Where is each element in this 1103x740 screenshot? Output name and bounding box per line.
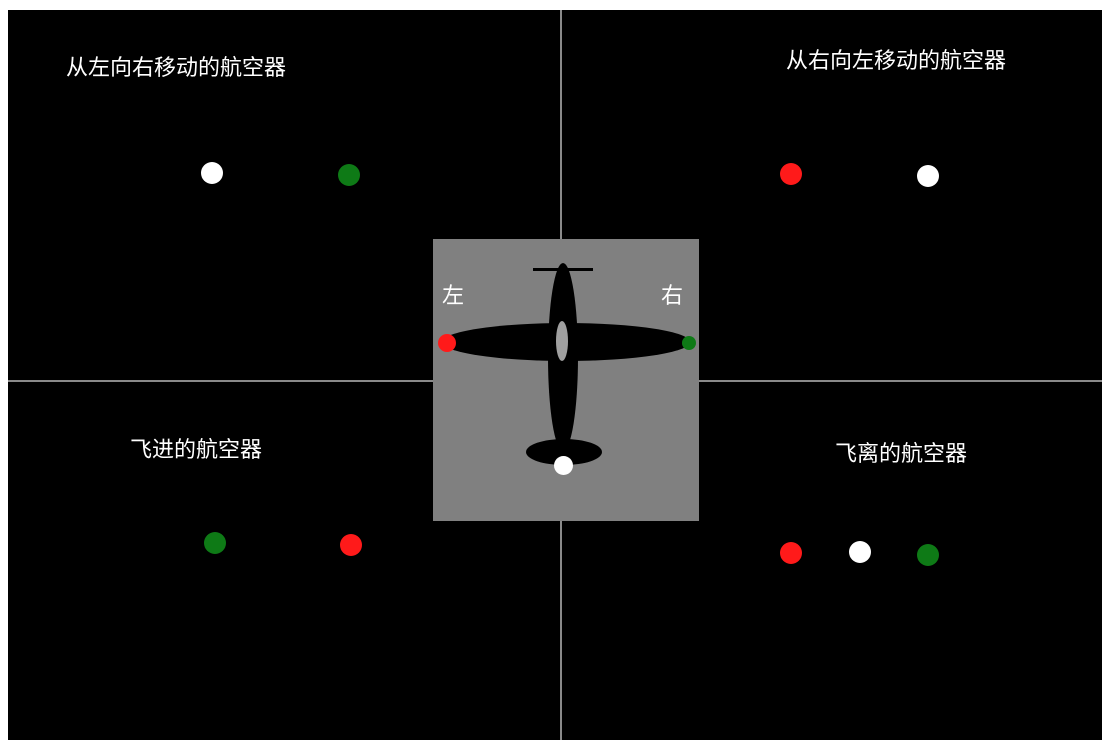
tail-white-light	[554, 456, 573, 475]
diagram-canvas: 从左向右移动的航空器 从右向左移动的航空器 飞进的航空器 飞离的航空器 左 右	[8, 10, 1102, 740]
airplane-icon	[433, 239, 699, 521]
airplane-cockpit	[556, 321, 568, 361]
green-light	[338, 164, 360, 186]
quadrant-title-left-to-right: 从左向右移动的航空器	[66, 56, 286, 82]
left-side-label: 左	[442, 284, 464, 310]
white-light	[917, 165, 939, 187]
quadrant-title-right-to-left: 从右向左移动的航空器	[786, 49, 1006, 75]
white-light	[201, 162, 223, 184]
quadrant-title-approaching: 飞进的航空器	[130, 438, 262, 464]
right-wing-green-light	[682, 336, 696, 350]
left-wing-red-light	[438, 334, 456, 352]
green-light	[917, 544, 939, 566]
red-light	[780, 163, 802, 185]
quadrant-title-departing: 飞离的航空器	[835, 442, 967, 468]
green-light	[204, 532, 226, 554]
right-side-label: 右	[661, 284, 683, 310]
red-light	[780, 542, 802, 564]
white-light	[849, 541, 871, 563]
red-light	[340, 534, 362, 556]
aircraft-panel: 左 右	[433, 239, 699, 521]
